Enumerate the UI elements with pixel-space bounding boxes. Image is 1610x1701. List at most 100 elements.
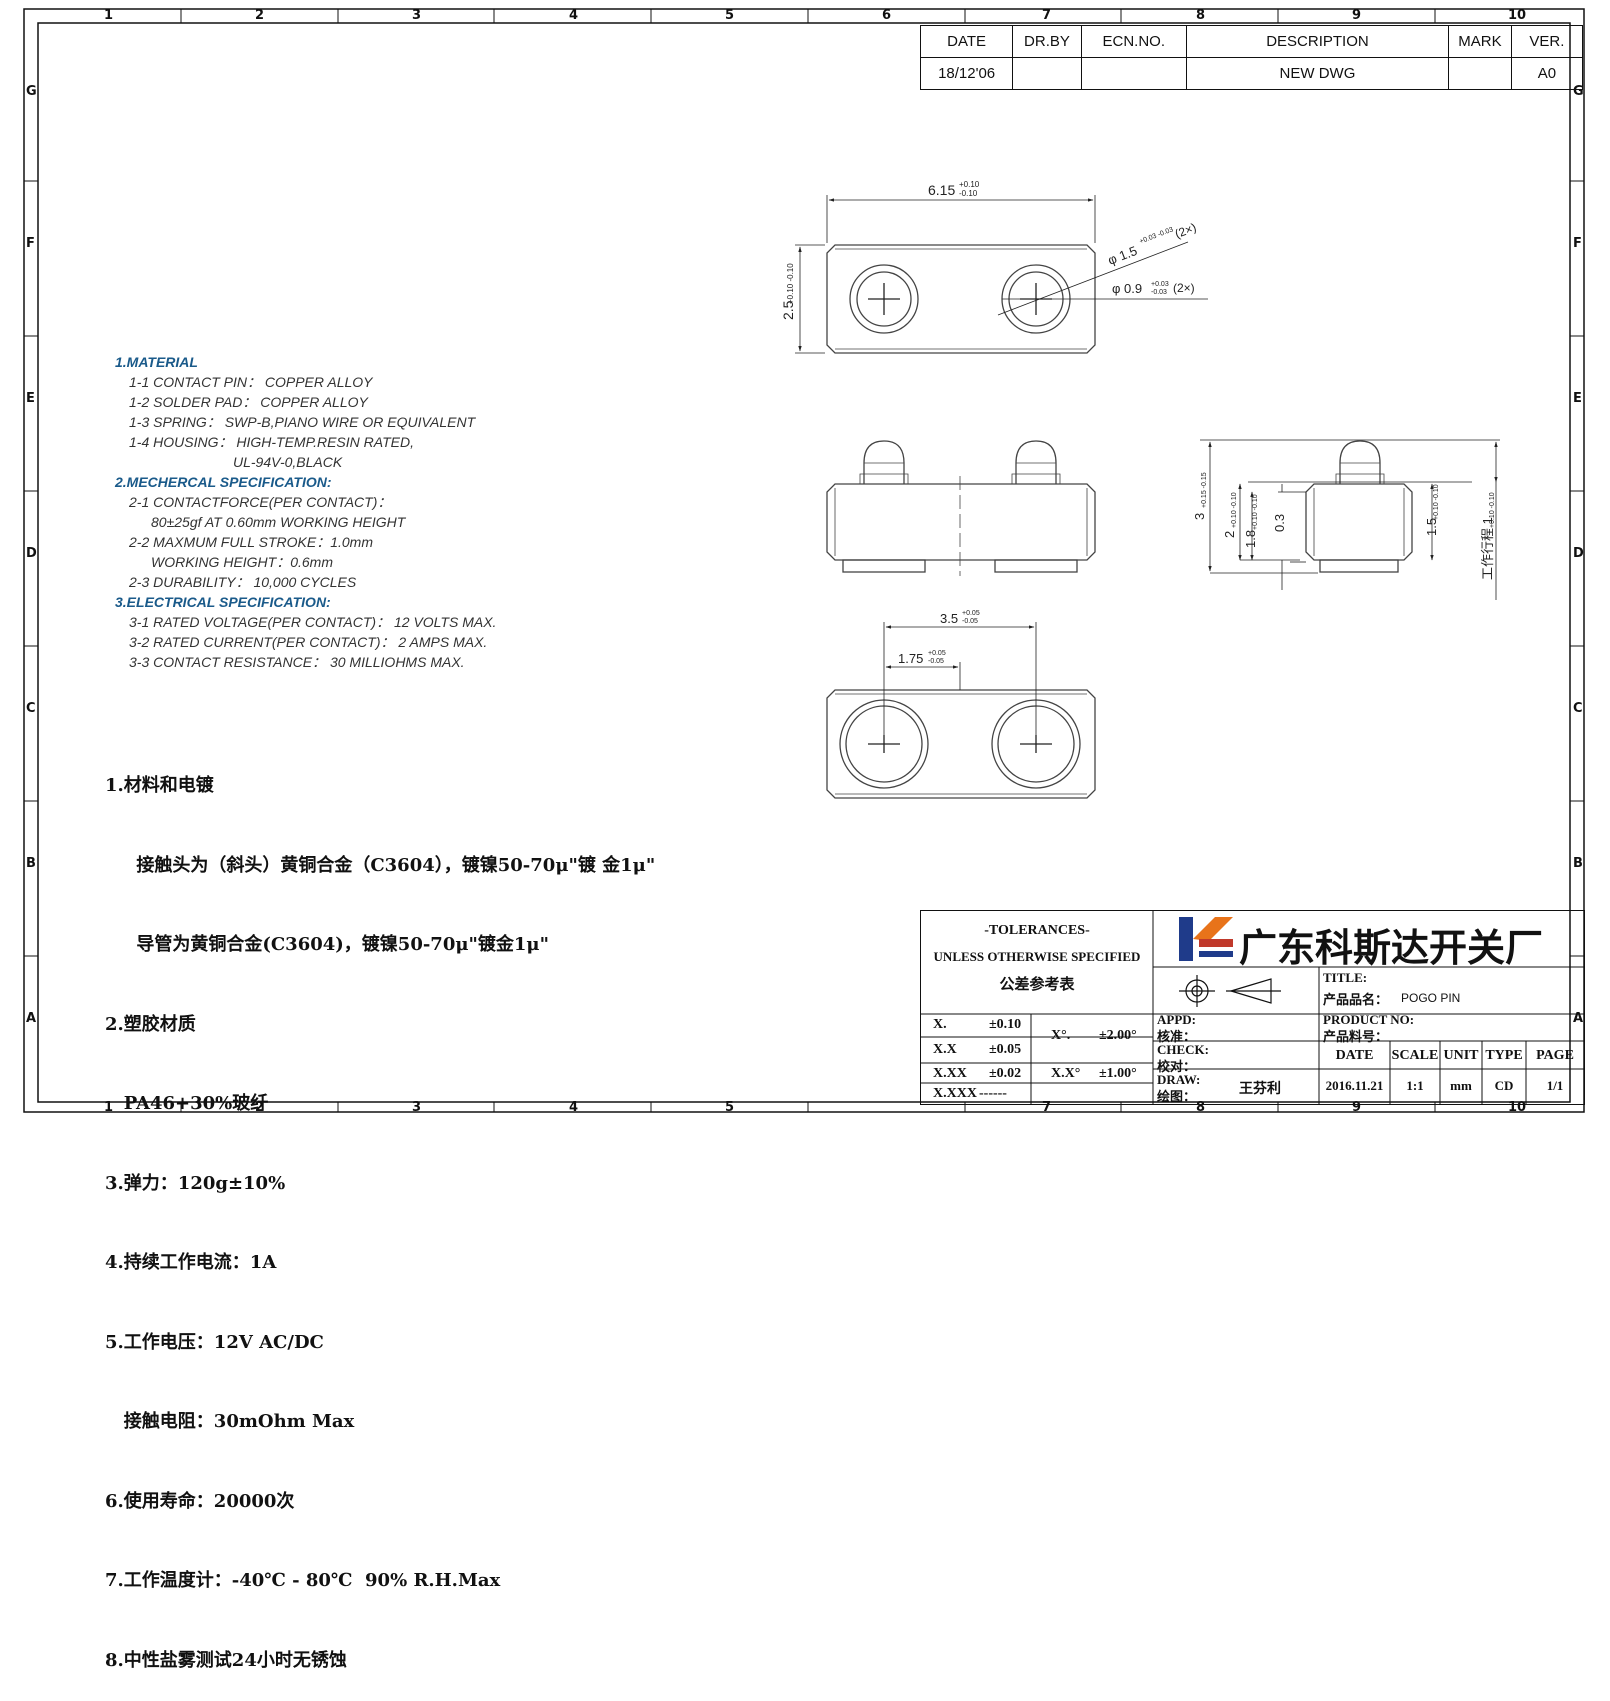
zone-col-2-bottom: 2 — [255, 1100, 265, 1115]
dim-inner-tol-up: +0.03 — [1151, 281, 1169, 288]
tol-key: X.XXX — [933, 1086, 977, 1101]
tolerance-subtitle: UNLESS OTHERWISE SPECIFIED — [933, 949, 1141, 964]
tol-val: ±0.05 — [989, 1042, 1022, 1057]
tolerance-cn: 公差参考表 — [999, 977, 1075, 993]
zone-col-3-bottom: 3 — [412, 1100, 422, 1115]
dim-side-15-tol: +0.10 -0.10 — [1433, 484, 1440, 520]
spec-line: 1-2 SOLDER PAD： COPPER ALLOY — [129, 394, 368, 410]
zone-col-9-bottom: 9 — [1352, 1100, 1362, 1115]
product-no-label: PRODUCT NO: — [1323, 1012, 1415, 1027]
dim-stroke-tol: +0.10 -0.10 — [1489, 492, 1496, 528]
zone-col-9: 9 — [1352, 8, 1362, 23]
revision-table: DATE DR.BY ECN.NO. DESCRIPTION MARK VER.… — [919, 25, 1584, 90]
spec-line: 1-4 HOUSING： HIGH-TEMP.RESIN RATED, — [129, 434, 414, 450]
dim-inner-diameter: φ 0.9 — [1112, 281, 1142, 296]
dim-outer-tol: +0.03 -0.03 — [1139, 226, 1175, 245]
tol-ang-key: X.X° — [1051, 1066, 1081, 1081]
spec-line: 3-2 RATED CURRENT(PER CONTACT)： 2 AMPS M… — [129, 634, 488, 650]
company-name: 广东科斯达开关厂 — [1239, 926, 1544, 970]
zone-row-f-right: F — [1573, 236, 1582, 251]
tol-ang-val: ±1.00° — [1099, 1066, 1137, 1081]
rev-date: 18/12'06 — [919, 57, 1014, 90]
projection-symbol — [1179, 975, 1281, 1007]
zone-col-5: 5 — [725, 8, 735, 23]
rev-ecn — [1080, 57, 1187, 90]
check-cn: 校对： — [1157, 1059, 1197, 1074]
spec-line: 1-3 SPRING： SWP-B,PIANO WIRE OR EQUIVALE… — [129, 414, 476, 430]
tol-ang-key: X°. — [1051, 1028, 1071, 1043]
dim-inner-tol-dn: -0.03 — [1151, 289, 1167, 296]
company-logo — [1179, 917, 1233, 961]
zone-col-7-bottom: 7 — [1042, 1100, 1052, 1115]
zone-col-4-bottom: 4 — [569, 1100, 579, 1115]
spec-electrical-heading: 3.ELECTRICAL SPECIFICATION: — [115, 594, 331, 610]
top-view — [795, 195, 1208, 354]
tb-head-page: PAGE — [1536, 1048, 1574, 1063]
drawer-name: 王芬利 — [1239, 1082, 1281, 1097]
dim-height-tol: +0.10 -0.10 — [786, 263, 795, 304]
dim-side-18: 1.8 — [1243, 530, 1258, 548]
cn-line: 5.工作电压：12V AC/DC — [105, 1331, 324, 1353]
tb-head-scale: SCALE — [1391, 1048, 1439, 1063]
rev-head-drby: DR.BY — [1012, 25, 1082, 58]
spec-line: 3-3 CONTACT RESISTANCE： 30 MILLIOHMS MAX… — [129, 654, 465, 670]
zone-col-4: 4 — [569, 8, 579, 23]
draw-label: DRAW: — [1157, 1072, 1201, 1087]
spec-line: 2-1 CONTACTFORCE(PER CONTACT)： — [129, 494, 392, 510]
zone-row-a: A — [26, 1011, 37, 1026]
zone-col-8-bottom: 8 — [1196, 1100, 1206, 1115]
dim-stroke: 工作行程 1 — [1480, 517, 1495, 580]
rev-head-ver: VER. — [1510, 25, 1584, 58]
tol-val: ------ — [979, 1086, 1007, 1101]
rev-mark — [1448, 57, 1512, 90]
zone-col-8: 8 — [1196, 8, 1206, 23]
tb-head-type: TYPE — [1485, 1048, 1523, 1063]
tb-head-date: DATE — [1335, 1048, 1374, 1063]
dim-half-tol-up: +0.05 — [928, 650, 946, 657]
tol-val: ±0.02 — [989, 1066, 1022, 1081]
rev-head-description: DESCRIPTION — [1185, 25, 1450, 58]
tb-head-unit: UNIT — [1443, 1048, 1479, 1063]
zone-col-7: 7 — [1042, 8, 1052, 23]
zone-row-d: D — [26, 546, 37, 561]
tol-ang-val: ±2.00° — [1099, 1028, 1137, 1043]
cn-line: 导管为黄铜合金(C3604)，镀镍50-70μ"镀金1μ" — [105, 934, 549, 955]
rev-ver: A0 — [1510, 57, 1584, 90]
tol-key: X.XX — [933, 1066, 967, 1081]
tol-val: ±0.10 — [989, 1017, 1022, 1032]
zone-col-1: 1 — [104, 8, 114, 23]
dim-side-2-tol: +0.10 -0.10 — [1231, 492, 1238, 528]
drawing-frame — [23, 8, 1585, 1113]
technical-drawings: 6.15 +0.10 -0.10 2.5 +0.10 -0.10 φ 1.5 +… — [780, 180, 1500, 799]
zone-col-10: 10 — [1508, 8, 1527, 23]
title-block: -TOLERANCES- UNLESS OTHERWISE SPECIFIED … — [920, 910, 1585, 1105]
tb-unit: mm — [1450, 1078, 1472, 1093]
check-label: CHECK: — [1157, 1042, 1209, 1057]
zone-row-g: G — [26, 84, 37, 99]
title-block-grid — [921, 911, 1584, 1104]
spec-line: 2-3 DURABILITY： 10,000 CYCLES — [129, 574, 357, 590]
dim-pitch-tol-dn: -0.05 — [962, 618, 978, 625]
zone-row-c-right: C — [1573, 701, 1583, 716]
spec-line: 3-1 RATED VOLTAGE(PER CONTACT)： 12 VOLTS… — [129, 614, 497, 630]
zone-row-a-right: A — [1573, 1011, 1584, 1026]
dim-pitch: 3.5 — [940, 611, 958, 626]
dim-height: 2.5 — [780, 300, 796, 320]
side-view — [1200, 439, 1500, 600]
cn-line: 8.中性盐雾测试24小时无锈蚀 — [105, 1649, 347, 1671]
front-view — [826, 440, 1096, 576]
cn-line: 接触头为（斜头）黄铜合金（C3604），镀镍50-70μ"镀 金1μ" — [105, 854, 656, 876]
cn-line: 3.弹力：120g±10% — [105, 1172, 286, 1194]
rev-description: NEW DWG — [1185, 57, 1450, 90]
tb-date: 2016.11.21 — [1325, 1078, 1384, 1093]
zone-row-b: B — [26, 856, 36, 871]
zone-row-c: C — [26, 701, 36, 716]
zone-col-6: 6 — [882, 8, 892, 23]
tb-type: CD — [1494, 1078, 1514, 1093]
cn-line: 2.塑胶材质 — [105, 1013, 196, 1035]
zone-col-1-bottom: 1 — [104, 1100, 114, 1115]
cn-line: 6.使用寿命：20000次 — [105, 1490, 295, 1512]
dim-half-tol-dn: -0.05 — [928, 658, 944, 665]
zone-row-b-right: B — [1573, 856, 1583, 871]
zone-col-2: 2 — [255, 8, 265, 23]
